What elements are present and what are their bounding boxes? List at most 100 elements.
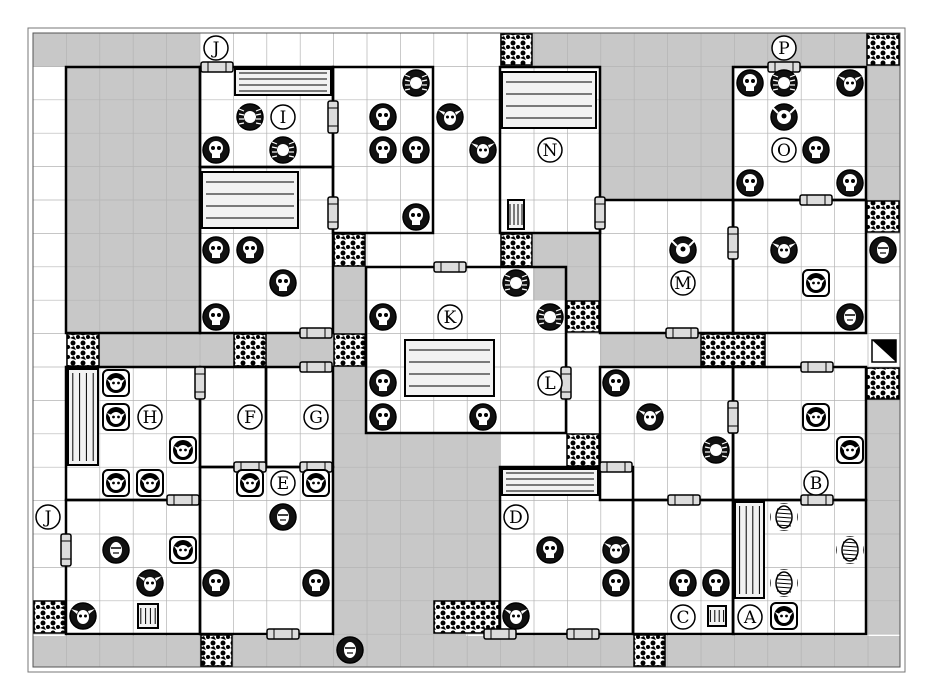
zombie-monster-token-45[interactable] xyxy=(102,536,130,564)
skeleton-monster-token-51[interactable] xyxy=(536,536,564,564)
skeleton-monster-token-10[interactable] xyxy=(736,69,764,97)
door-5[interactable] xyxy=(433,261,467,273)
skeleton-monster-token-18[interactable] xyxy=(236,236,264,264)
door-8[interactable] xyxy=(727,226,739,260)
skeleton-monster-token-9[interactable] xyxy=(402,203,430,231)
door-18[interactable] xyxy=(599,461,633,473)
sorcerers-table-furniture[interactable] xyxy=(734,501,765,599)
chest-furniture[interactable] xyxy=(507,199,525,230)
mummy-monster-token-59[interactable] xyxy=(770,569,798,597)
spider-monster-token-34[interactable] xyxy=(702,436,730,464)
door-3[interactable] xyxy=(327,196,339,230)
door-21[interactable] xyxy=(60,533,72,567)
spider-monster-token-21[interactable] xyxy=(502,269,530,297)
skeleton-monster-token-17[interactable] xyxy=(202,236,230,264)
skeleton-monster-token-50[interactable] xyxy=(302,569,330,597)
goblin-monster-token-47[interactable] xyxy=(136,569,164,597)
door-2[interactable] xyxy=(327,100,339,134)
door-7[interactable] xyxy=(299,361,333,373)
orc-monster-token-43[interactable] xyxy=(302,469,330,497)
skeleton-monster-token-6[interactable] xyxy=(369,136,397,164)
orc-monster-token-38[interactable] xyxy=(102,403,130,431)
goblin-monster-token-5[interactable] xyxy=(436,103,464,131)
skeleton-monster-token-30[interactable] xyxy=(369,403,397,431)
zombie-monster-token-28[interactable] xyxy=(869,236,897,264)
skeleton-monster-token-15[interactable] xyxy=(802,136,830,164)
skeleton-monster-token-29[interactable] xyxy=(369,369,397,397)
room-label-text: A xyxy=(743,608,757,628)
blocked-area-10 xyxy=(466,433,500,603)
fimir-monster-token-13[interactable] xyxy=(770,103,798,131)
goblin-monster-token-33[interactable] xyxy=(636,403,664,431)
zombie-monster-token-27[interactable] xyxy=(836,303,864,331)
skeleton-monster-token-16[interactable] xyxy=(836,169,864,197)
skeleton-monster-token-20[interactable] xyxy=(202,303,230,331)
door-17[interactable] xyxy=(166,494,200,506)
room-label-text: D xyxy=(509,508,523,528)
room-label-text: E xyxy=(277,474,289,494)
pit-trap-tile[interactable] xyxy=(872,340,896,362)
skeleton-monster-token-4[interactable] xyxy=(369,103,397,131)
skeleton-monster-token-14[interactable] xyxy=(736,169,764,197)
orc-monster-token-26[interactable] xyxy=(802,269,830,297)
skeleton-monster-token-22[interactable] xyxy=(369,303,397,331)
orc-monster-token-41[interactable] xyxy=(136,469,164,497)
door-11[interactable] xyxy=(799,194,833,206)
goblin-monster-token-25[interactable] xyxy=(770,236,798,264)
zombie-monster-token-61[interactable] xyxy=(336,636,364,664)
spider-monster-token-23[interactable] xyxy=(536,303,564,331)
goblin-monster-token-12[interactable] xyxy=(836,69,864,97)
orc-monster-token-39[interactable] xyxy=(169,436,197,464)
table-furniture[interactable] xyxy=(404,339,495,397)
skeleton-monster-token-56[interactable] xyxy=(702,569,730,597)
door-9[interactable] xyxy=(665,327,699,339)
spider-monster-token-0[interactable] xyxy=(402,69,430,97)
mummy-monster-token-57[interactable] xyxy=(770,503,798,531)
door-10[interactable] xyxy=(800,361,834,373)
door-4[interactable] xyxy=(594,196,606,230)
skeleton-monster-token-7[interactable] xyxy=(402,136,430,164)
skeleton-monster-token-53[interactable] xyxy=(602,569,630,597)
door-24[interactable] xyxy=(483,628,517,640)
orc-monster-token-35[interactable] xyxy=(802,403,830,431)
door-0[interactable] xyxy=(200,61,234,73)
goblin-monster-token-54[interactable] xyxy=(502,602,530,630)
door-22[interactable] xyxy=(266,628,300,640)
tomb-furniture[interactable] xyxy=(67,368,99,466)
goblin-monster-token-48[interactable] xyxy=(69,602,97,630)
spider-monster-token-3[interactable] xyxy=(269,136,297,164)
room-label-text: H xyxy=(143,408,158,428)
door-1[interactable] xyxy=(767,61,801,73)
torture-rack-furniture[interactable] xyxy=(234,68,332,96)
orc-monster-token-37[interactable] xyxy=(102,369,130,397)
fimir-monster-token-24[interactable] xyxy=(669,236,697,264)
door-6[interactable] xyxy=(299,327,333,339)
skeleton-monster-token-49[interactable] xyxy=(202,569,230,597)
throne-furniture[interactable] xyxy=(137,603,159,629)
treasure-chest-furniture[interactable] xyxy=(707,605,727,627)
door-20[interactable] xyxy=(800,494,834,506)
altar-furniture[interactable] xyxy=(501,468,599,496)
skeleton-monster-token-19[interactable] xyxy=(269,269,297,297)
door-12[interactable] xyxy=(194,366,206,400)
door-23[interactable] xyxy=(566,628,600,640)
orc-monster-token-40[interactable] xyxy=(102,469,130,497)
spider-monster-token-11[interactable] xyxy=(770,69,798,97)
orc-monster-token-42[interactable] xyxy=(236,469,264,497)
door-19[interactable] xyxy=(667,494,701,506)
weapons-rack-furniture[interactable] xyxy=(201,171,299,229)
spider-monster-token-1[interactable] xyxy=(236,103,264,131)
goblin-monster-token-8[interactable] xyxy=(469,136,497,164)
skeleton-monster-token-55[interactable] xyxy=(669,569,697,597)
door-14[interactable] xyxy=(727,400,739,434)
zombie-monster-token-44[interactable] xyxy=(269,503,297,531)
goblin-monster-token-52[interactable] xyxy=(602,536,630,564)
mummy-monster-token-58[interactable] xyxy=(836,536,864,564)
orc-monster-token-46[interactable] xyxy=(169,536,197,564)
skeleton-monster-token-31[interactable] xyxy=(469,403,497,431)
skeleton-monster-token-32[interactable] xyxy=(602,369,630,397)
bookcase-furniture[interactable] xyxy=(501,71,597,129)
orc-monster-token-60[interactable] xyxy=(770,602,798,630)
orc-monster-token-36[interactable] xyxy=(836,436,864,464)
skeleton-monster-token-2[interactable] xyxy=(202,136,230,164)
